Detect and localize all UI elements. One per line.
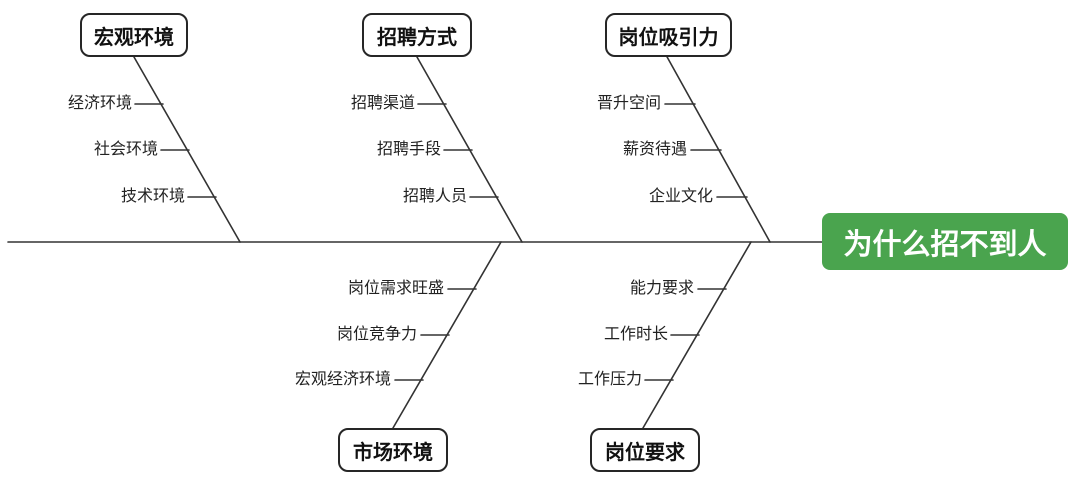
cause-label-strong-job-demand[interactable]: 岗位需求旺盛 (347, 280, 444, 297)
cause-label-corporate-culture[interactable]: 企业文化 (648, 188, 713, 205)
category-box-market-environment[interactable]: 市场环境 (338, 428, 448, 472)
problem-statement-box[interactable]: 为什么招不到人 (822, 213, 1068, 270)
cause-label-economic-environment[interactable]: 经济环境 (67, 95, 132, 112)
cause-label-promotion-space[interactable]: 晋升空间 (596, 95, 661, 112)
cause-label-salary-benefits[interactable]: 薪资待遇 (622, 141, 687, 158)
cause-label-social-environment[interactable]: 社会环境 (93, 141, 158, 158)
cause-label-technological-environment[interactable]: 技术环境 (120, 188, 185, 205)
cause-label-macroeconomic-environment[interactable]: 宏观经济环境 (294, 371, 391, 388)
cause-label-job-competitiveness[interactable]: 岗位竞争力 (336, 326, 417, 343)
branch-line-job-attractiveness (665, 54, 771, 243)
category-box-job-requirements[interactable]: 岗位要求 (590, 428, 700, 472)
category-box-job-attractiveness[interactable]: 岗位吸引力 (605, 13, 732, 57)
cause-label-working-hours[interactable]: 工作时长 (603, 326, 668, 343)
cause-label-recruitment-staff[interactable]: 招聘人员 (402, 188, 467, 205)
cause-label-recruitment-channels[interactable]: 招聘渠道 (350, 95, 415, 112)
cause-label-work-pressure[interactable]: 工作压力 (577, 371, 642, 388)
cause-label-ability-requirements[interactable]: 能力要求 (629, 280, 694, 297)
cause-label-recruitment-methods[interactable]: 招聘手段 (376, 141, 441, 158)
category-box-macro-environment[interactable]: 宏观环境 (80, 13, 188, 57)
category-box-recruitment-approach[interactable]: 招聘方式 (362, 13, 472, 57)
